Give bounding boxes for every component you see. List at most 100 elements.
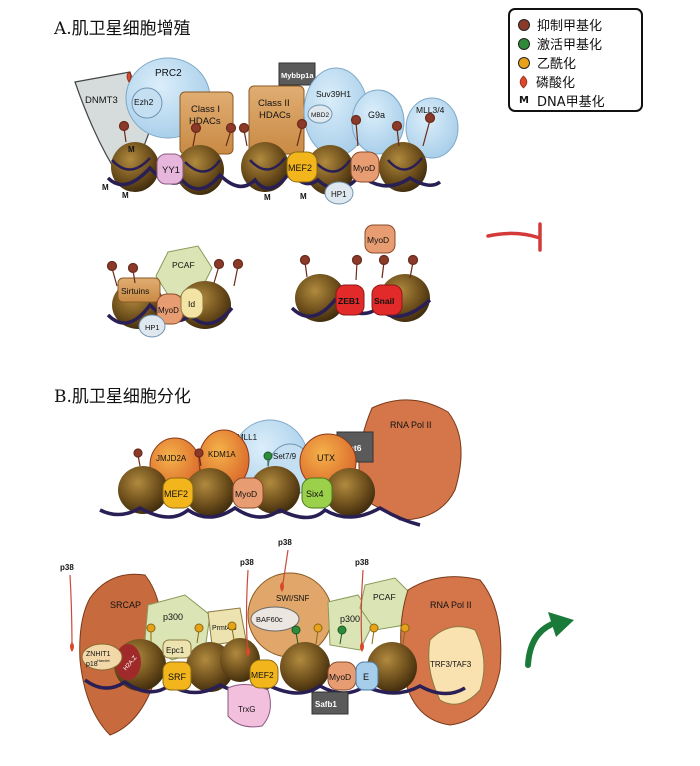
- label-p38-4: p38: [355, 558, 369, 567]
- label-p38-2: p38: [240, 558, 254, 567]
- legend-label: DNA甲基化: [537, 95, 605, 110]
- hp1-a2-shape: [138, 314, 166, 338]
- legend-item-activate-methyl: 激活甲基化: [518, 34, 602, 53]
- srf-shape: [162, 661, 192, 691]
- dna-methyl-m-icon: M: [519, 95, 529, 106]
- label-class1-line2: HDACs: [189, 116, 221, 127]
- mef2-b2-shape: [249, 659, 279, 689]
- yy1-shape: [156, 153, 184, 185]
- acetyl-dot-icon: [518, 56, 530, 69]
- label-dnmt3: DNMT3: [85, 95, 118, 106]
- acetyl-mark: [369, 623, 379, 633]
- mybbp1a-shape: [278, 62, 316, 86]
- legend-label: 抑制甲基化: [537, 19, 603, 34]
- label-yy1: YY1: [162, 165, 180, 176]
- section-a: DNMT3 PRC2 Ezh2 Class I HDACs Class II H…: [74, 57, 542, 338]
- legend-item-repress-methyl: 抑制甲基化: [518, 15, 602, 34]
- activate-mark-b: [263, 451, 273, 461]
- myod-b1-shape: [232, 477, 264, 509]
- dna-methyl-mark: M: [128, 145, 135, 154]
- label-class2-line2: HDACs: [259, 110, 291, 121]
- mbd2-shape: [307, 104, 333, 124]
- label-myod-a: MyoD: [353, 163, 375, 173]
- trxg-shape: [227, 684, 271, 728]
- legend-item-phosphorylation: 磷酸化: [518, 72, 575, 91]
- phospho-drop-icon: [519, 74, 528, 89]
- label-trxg: TrxG: [238, 705, 255, 714]
- activation-arrowhead: [548, 612, 574, 637]
- acetyl-mark: [146, 623, 156, 633]
- label-class2-line1: Class II: [258, 98, 290, 109]
- label-prc2: PRC2: [155, 68, 182, 79]
- repress-methyl-dot-icon: [518, 18, 530, 31]
- label-myod-b2: MyoD: [329, 672, 351, 682]
- label-p38-3: p38: [278, 538, 292, 547]
- label-p38-1: p38: [60, 563, 74, 572]
- mef2-b1-shape: [162, 477, 194, 509]
- sirtuins-shape: [117, 277, 161, 303]
- dna-methyl-mark: M: [122, 191, 129, 200]
- section-b: RNA Pol II Spt6 MLL1 Set7/9 JMJD2A KDM1A…: [60, 399, 574, 736]
- label-trf: TRF3/TAF3: [430, 660, 472, 669]
- label-class1-line1: Class I: [191, 104, 220, 115]
- acetyl-mark: [227, 621, 237, 631]
- label-p18: p18: [86, 661, 98, 668]
- label-p300-left: p300: [163, 612, 183, 622]
- label-myod-a2: MyoD: [158, 306, 179, 315]
- dna-methyl-mark: M: [300, 192, 307, 201]
- label-myod-a3: MyoD: [367, 235, 389, 245]
- phospho-mark-a: [126, 71, 132, 83]
- myod-a3-shape: [364, 224, 396, 254]
- label-rnapol-top: RNA Pol II: [390, 420, 432, 430]
- label-safb1: Safb1: [315, 700, 337, 709]
- trf-shape: [428, 626, 485, 705]
- inhibition-symbol: [486, 222, 542, 252]
- label-mef2-b2: MEF2: [251, 670, 274, 680]
- ezh2-shape: [131, 87, 163, 119]
- label-e: E: [363, 672, 369, 682]
- repress-marks-a: [118, 112, 436, 147]
- hp1-a-shape: [324, 181, 354, 205]
- label-mbd2: MBD2: [311, 112, 329, 119]
- rnapol-top-shape: [358, 399, 462, 521]
- label-mll1: MLL1: [237, 433, 258, 442]
- activate-mark: [337, 625, 347, 635]
- label-set79: Set7/9: [273, 452, 297, 461]
- acetyl-mark: [313, 623, 323, 633]
- nucleosomes-a-row: [106, 142, 442, 195]
- label-epc1: Epc1: [166, 646, 185, 655]
- acetyl-mark: [194, 623, 204, 633]
- safb1-shape: [311, 691, 349, 715]
- epc1-shape: [162, 639, 192, 659]
- activate-mark: [291, 625, 301, 635]
- label-mll34: MLL3/4: [416, 105, 445, 115]
- e-shape: [355, 661, 379, 691]
- label-hp1-a2: HP1: [145, 323, 160, 332]
- label-srcap: SRCAP: [110, 600, 141, 610]
- mef2-a-shape: [286, 151, 318, 183]
- label-prmt: Prmt4/5: [212, 625, 237, 632]
- dna-methyl-mark: M: [102, 183, 109, 192]
- section-a-title: A.肌卫星细胞增殖: [54, 19, 191, 39]
- legend-item-acetylation: 乙酰化: [518, 53, 576, 72]
- section-b-title: B.肌卫星细胞分化: [54, 387, 191, 407]
- label-mef2-b1: MEF2: [164, 489, 188, 499]
- label-znhit1: ZNHIT1: [86, 651, 111, 658]
- label-sirtuins: Sirtuins: [121, 286, 149, 296]
- label-utx: UTX: [317, 453, 335, 463]
- label-jmjd2a: JMJD2A: [156, 454, 187, 463]
- label-baf60c: BAF60c: [256, 615, 283, 624]
- mll34-shape: [405, 97, 459, 159]
- label-ezh2: Ezh2: [134, 97, 154, 107]
- myod-a-shape: [350, 151, 380, 183]
- label-id: Id: [188, 299, 195, 309]
- zeb1-shape: [335, 284, 365, 316]
- label-mef2-a: MEF2: [288, 163, 312, 173]
- label-pcaf-a: PCAF: [172, 260, 195, 270]
- legend: 抑制甲基化 激活甲基化 乙酰化 磷酸化 M DNA甲基化: [508, 8, 643, 112]
- legend-label: 磷酸化: [536, 76, 576, 91]
- label-swisnf: SWI/SNF: [276, 594, 309, 603]
- baf60c-shape: [250, 606, 300, 632]
- label-srf: SRF: [168, 672, 187, 682]
